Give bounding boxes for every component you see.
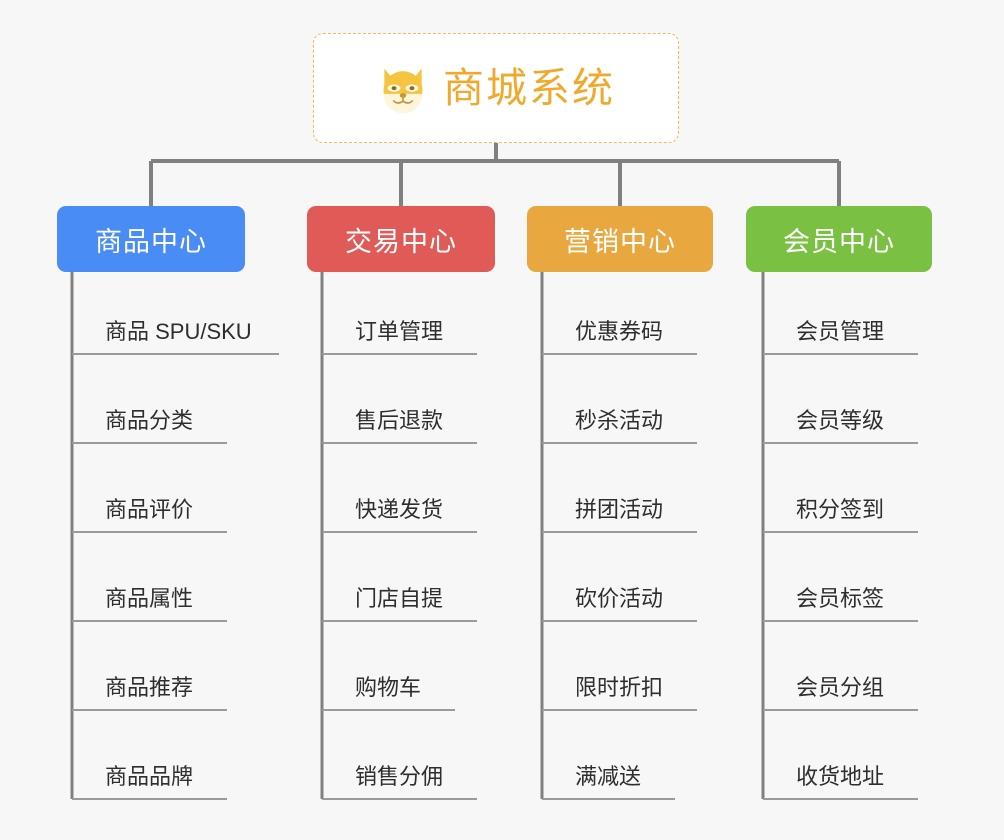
leaf-label: 会员管理 [796,319,885,344]
leaf-item[interactable]: 优惠券码 [542,306,697,354]
leaf-item[interactable]: 会员标签 [763,573,918,621]
leaf-item[interactable]: 订单管理 [322,306,477,354]
leaf-label: 收货地址 [796,764,885,789]
leaf-label: 优惠券码 [575,319,664,344]
leaf-item[interactable]: 砍价活动 [542,573,697,621]
leaf-item[interactable]: 商品属性 [72,573,227,621]
leaf-label: 限时折扣 [575,675,664,700]
root-node[interactable]: 商城系统 [313,33,679,143]
leaf-item[interactable]: 售后退款 [322,395,477,443]
leaf-label: 会员分组 [796,675,885,700]
leaf-label: 满减送 [575,764,642,789]
leaf-item[interactable]: 积分签到 [763,484,918,532]
leaf-label: 订单管理 [355,319,444,344]
leaf-label: 砍价活动 [575,586,664,611]
leaf-label: 会员等级 [796,408,885,433]
leaf-label: 商品推荐 [105,675,194,700]
leaf-item[interactable]: 商品分类 [72,395,227,443]
leaf-label: 购物车 [355,675,422,700]
leaf-label: 秒杀活动 [575,408,664,433]
category-label: 商品中心 [95,226,207,257]
category-label: 会员中心 [783,226,895,257]
leaf-item[interactable]: 会员分组 [763,662,918,710]
leaf-item[interactable]: 秒杀活动 [542,395,697,443]
leaf-item[interactable]: 商品推荐 [72,662,227,710]
leaf-item[interactable]: 拼团活动 [542,484,697,532]
leaf-label: 商品分类 [105,408,194,433]
root-title: 商城系统 [443,64,615,111]
leaf-item[interactable]: 收货地址 [763,751,918,799]
category-box-member-center[interactable]: 会员中心 [746,206,932,272]
leaf-label: 商品属性 [105,586,194,611]
shiba-dog-face-icon [383,68,423,114]
category-box-trade-center[interactable]: 交易中心 [307,206,495,272]
leaf-label: 门店自提 [355,586,444,611]
category-label: 营销中心 [564,226,676,257]
leaf-label: 商品品牌 [105,764,194,789]
leaf-item[interactable]: 销售分佣 [322,751,477,799]
category-box-product-center[interactable]: 商品中心 [57,206,245,272]
category-label: 交易中心 [345,226,457,257]
leaf-label: 商品评价 [105,497,194,522]
leaf-item[interactable]: 满减送 [542,751,675,799]
leaf-item[interactable]: 商品品牌 [72,751,227,799]
leaf-label: 积分签到 [796,497,885,522]
leaf-label: 销售分佣 [355,764,444,789]
leaf-item[interactable]: 快递发货 [322,484,477,532]
leaf-label: 快递发货 [355,497,444,522]
leaf-label: 会员标签 [796,586,885,611]
category-box-marketing-center[interactable]: 营销中心 [527,206,713,272]
leaf-item[interactable]: 门店自提 [322,573,477,621]
leaf-item[interactable]: 会员管理 [763,306,918,354]
leaf-label: 售后退款 [355,408,444,433]
leaf-label: 商品 SPU/SKU [105,319,252,344]
leaf-label: 拼团活动 [575,497,664,522]
leaf-item[interactable]: 购物车 [322,662,455,710]
leaf-item[interactable]: 商品评价 [72,484,227,532]
leaf-item[interactable]: 限时折扣 [542,662,697,710]
leaf-item[interactable]: 商品 SPU/SKU [72,306,279,354]
leaf-item[interactable]: 会员等级 [763,395,918,443]
